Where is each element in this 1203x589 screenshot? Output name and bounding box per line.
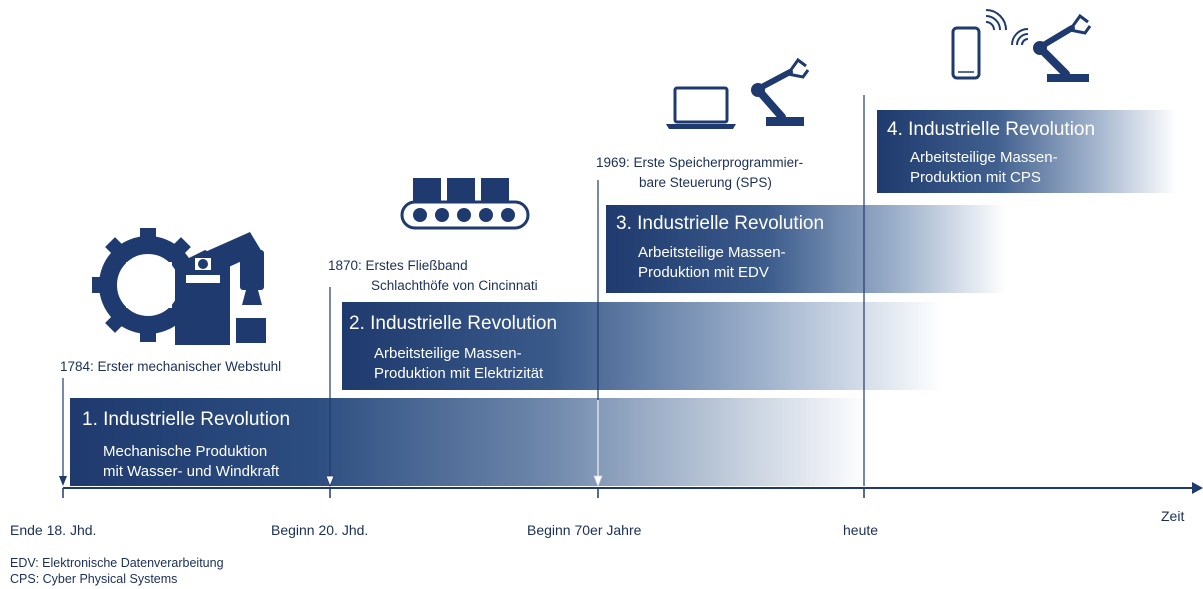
footnote-edv: EDV: Elektronische Datenverarbeitung	[10, 556, 224, 570]
revolution-band-4: 4. Industrielle Revolution Arbeitsteilig…	[877, 110, 1177, 193]
event-3-label-line1: 1969: Erste Speicherprogrammier-	[596, 155, 804, 170]
laptop-icon	[666, 86, 736, 129]
revolution-4-title: 4. Industrielle Revolution	[887, 119, 1096, 140]
axis-label-time: Zeit	[1161, 508, 1185, 524]
revolution-1-description: Mechanische Produktion mit Wasser- und W…	[103, 443, 280, 480]
time-axis	[62, 482, 1203, 498]
event-marker-2	[325, 287, 335, 488]
gear-loom-icon	[92, 228, 266, 345]
timeline-label-3: Beginn 70er Jahre	[527, 522, 642, 538]
conveyor-belt-icon	[400, 178, 530, 230]
revolution-band-3: 3. Industrielle Revolution Arbeitsteilig…	[606, 205, 1006, 293]
event-marker-3	[593, 180, 603, 488]
event-3-label-line2: bare Steuerung (SPS)	[639, 175, 772, 190]
revolution-band-2: 2. Industrielle Revolution Arbeitsteilig…	[342, 302, 942, 390]
revolution-1-title: 1. Industrielle Revolution	[82, 409, 291, 430]
revolution-band-1: 1. Industrielle Revolution Mechanische P…	[70, 398, 870, 486]
timeline-label-4: heute	[843, 522, 879, 538]
revolution-3-title: 3. Industrielle Revolution	[616, 213, 825, 234]
revolution-3-description: Arbeitsteilige Massen- Produktion mit ED…	[638, 244, 786, 281]
wireless-signal-icon	[985, 9, 1029, 46]
smartphone-icon	[951, 26, 981, 80]
event-1-label: 1784: Erster mechanischer Webstuhl	[60, 359, 282, 374]
revolution-4-description: Arbeitsteilige Massen- Produktion mit CP…	[910, 149, 1058, 186]
robot-arm-icon	[751, 57, 810, 126]
revolution-2-title: 2. Industrielle Revolution	[349, 313, 558, 334]
timeline-label-1: Ende 18. Jhd.	[10, 522, 97, 538]
event-2-label-line1: 1870: Erstes Fließband	[328, 258, 468, 273]
wireless-robot-arm-icon	[1033, 13, 1092, 82]
event-2-label-line2: Schlachthöfe von Cincinnati	[371, 278, 538, 293]
footnote-cps: CPS: Cyber Physical Systems	[10, 572, 178, 586]
timeline-label-2: Beginn 20. Jhd.	[271, 522, 369, 538]
revolution-2-description: Arbeitsteilige Massen- Produktion mit El…	[374, 345, 544, 382]
event-marker-1	[59, 378, 67, 486]
